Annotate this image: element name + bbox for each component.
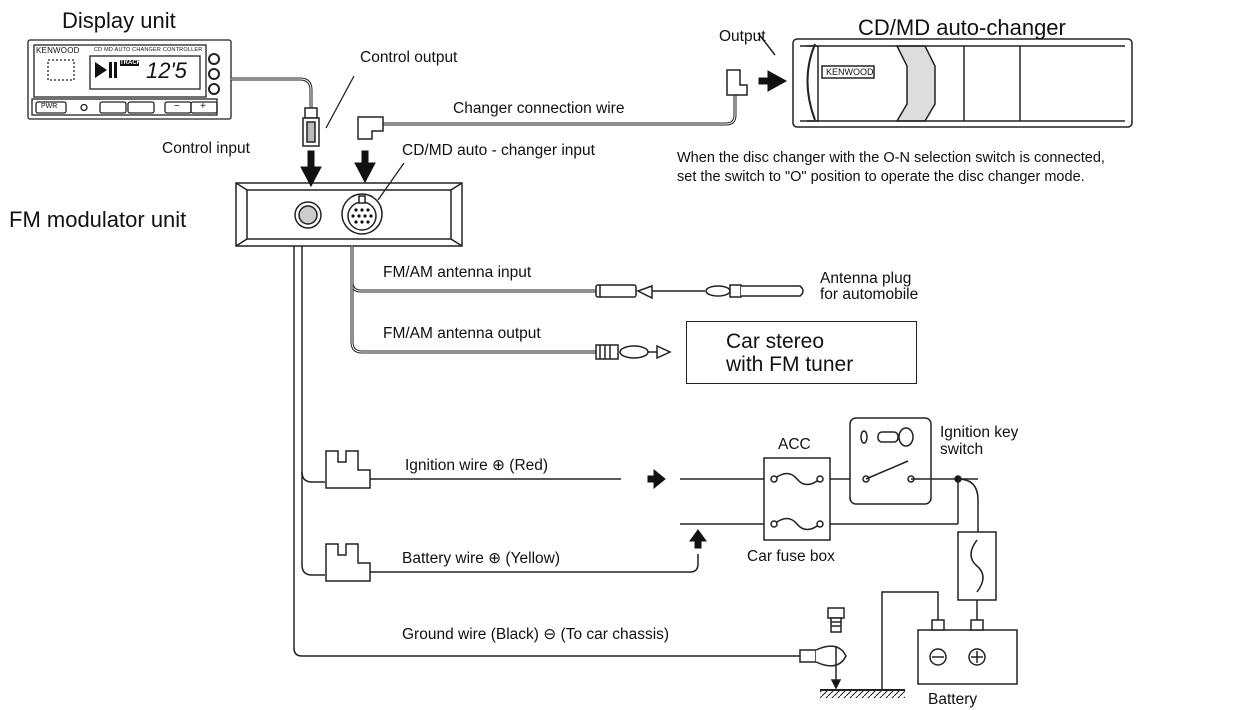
car-stereo-box: Car stereo with FM tuner [686,321,917,384]
display-unit-title: Display unit [62,8,176,33]
ground-wire-label: Ground wire (Black) ⊖ (To car chassis) [402,626,670,643]
changer-title: CD/MD auto-changer [858,15,1066,40]
display-header: CD MD AUTO CHANGER CONTROLLER [94,47,203,53]
antenna-input-label: FM/AM antenna input [383,264,532,281]
battery-wire-label: Battery wire ⊕ (Yellow) [402,550,560,567]
minus-button[interactable]: − [174,101,180,112]
changer-connection-wire-label: Changer connection wire [453,100,625,117]
fm-modulator-title: FM modulator unit [9,207,187,232]
leader-lines [325,75,405,201]
fm-modulator-unit [235,182,463,247]
control-input-label: Control input [162,140,250,157]
car-stereo-line-2: with FM tuner [726,353,854,376]
note-line-2: set the switch to "O" position to operat… [677,169,1085,185]
display-brand: KENWOOD [36,46,80,55]
display-digits: 12'5 [146,58,187,83]
arrows [300,70,788,549]
fuse-box-label: Car fuse box [747,548,835,565]
note-line-1: When the disc changer with the O-N selec… [677,150,1105,166]
antenna-plug-label-2: for automobile [820,286,919,303]
ignition-key-label-1: Ignition key [940,424,1019,441]
antenna-output-label: FM/AM antenna output [383,325,541,342]
display-unit [27,39,232,120]
output-pointer [757,32,776,56]
changer-unit [792,38,1133,128]
wires [231,69,1018,698]
acc-label: ACC [778,436,811,453]
display-track-label: TRACK [120,60,141,66]
antenna-plug-label-1: Antenna plug [820,270,912,287]
ignition-wire-label: Ignition wire ⊕ (Red) [405,457,549,474]
changer-brand: KENWOOD [826,67,874,77]
ignition-key-label-2: switch [940,441,984,458]
battery-label: Battery [928,691,978,708]
power-button[interactable]: PWR [41,103,58,110]
changer-input-label: CD/MD auto - changer input [402,142,595,159]
output-label: Output [719,28,766,45]
control-output-label: Control output [360,49,458,66]
car-stereo-line-1: Car stereo [726,330,825,353]
plus-button[interactable]: + [200,101,206,112]
